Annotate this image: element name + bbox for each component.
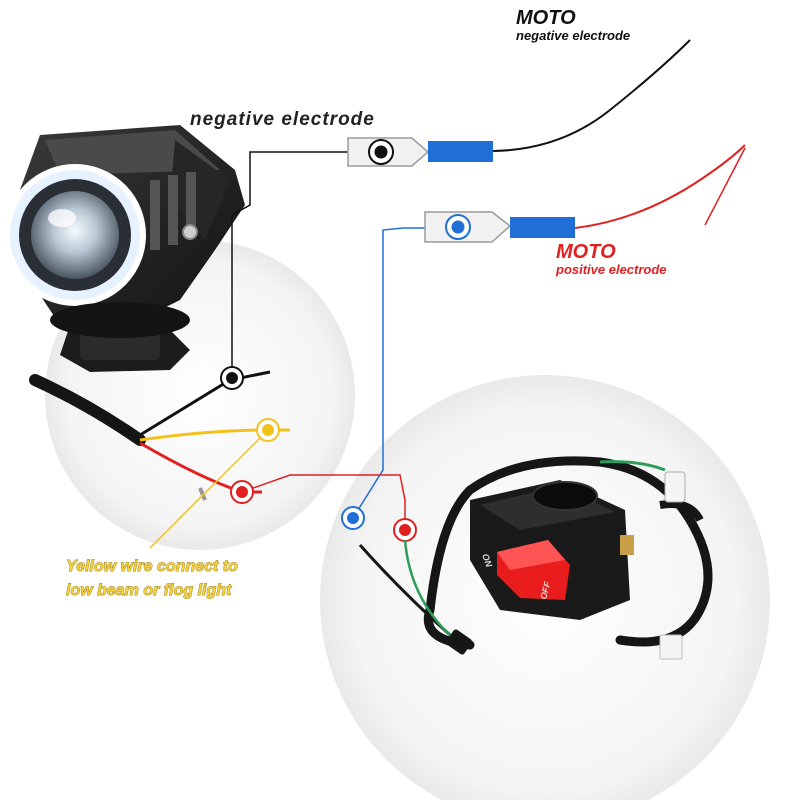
moto-negative-subtitle: negative electrode [516,28,630,43]
negative-electrode-label: negative electrode [190,109,375,130]
lamp-lens [31,191,119,279]
terminal-positive [424,211,575,243]
node-switch-red [393,518,417,542]
node-lamp-yellow [256,418,280,442]
node-lamp-red [230,480,254,504]
terminal-negative [347,137,493,167]
lamp-cable [29,374,146,446]
connector-sleeve-positive [510,217,575,238]
moto-positive-wire [574,144,746,229]
guide-line-yellow [149,429,269,549]
led-lamp-unit [4,125,245,372]
guide-line-switch-blue [352,227,458,519]
switch-cable-loop [424,456,713,650]
switch-green-wire [599,460,666,472]
switch-green-out-wire [403,539,456,641]
yellow-wire-note-line1: Yellow wire connect to [66,558,238,575]
moto-negative-wire [492,39,691,152]
moto-negative-title: MOTO [516,7,576,29]
node-lamp-negative [220,366,244,390]
handlebar-switch: ON OFF [424,456,713,660]
node-switch-blue [341,506,365,530]
moto-positive-title: MOTO [556,241,616,263]
switch-off-label: OFF [538,580,552,600]
guide-line-red-to-switch [241,474,406,528]
connector-sleeve-negative [428,141,493,162]
guide-line-negative [231,151,380,378]
switch-on-label: ON [480,552,494,569]
moto-positive-subtitle: positive electrode [555,262,667,277]
yellow-wire-note-line2: low beam or flog light [66,582,232,599]
